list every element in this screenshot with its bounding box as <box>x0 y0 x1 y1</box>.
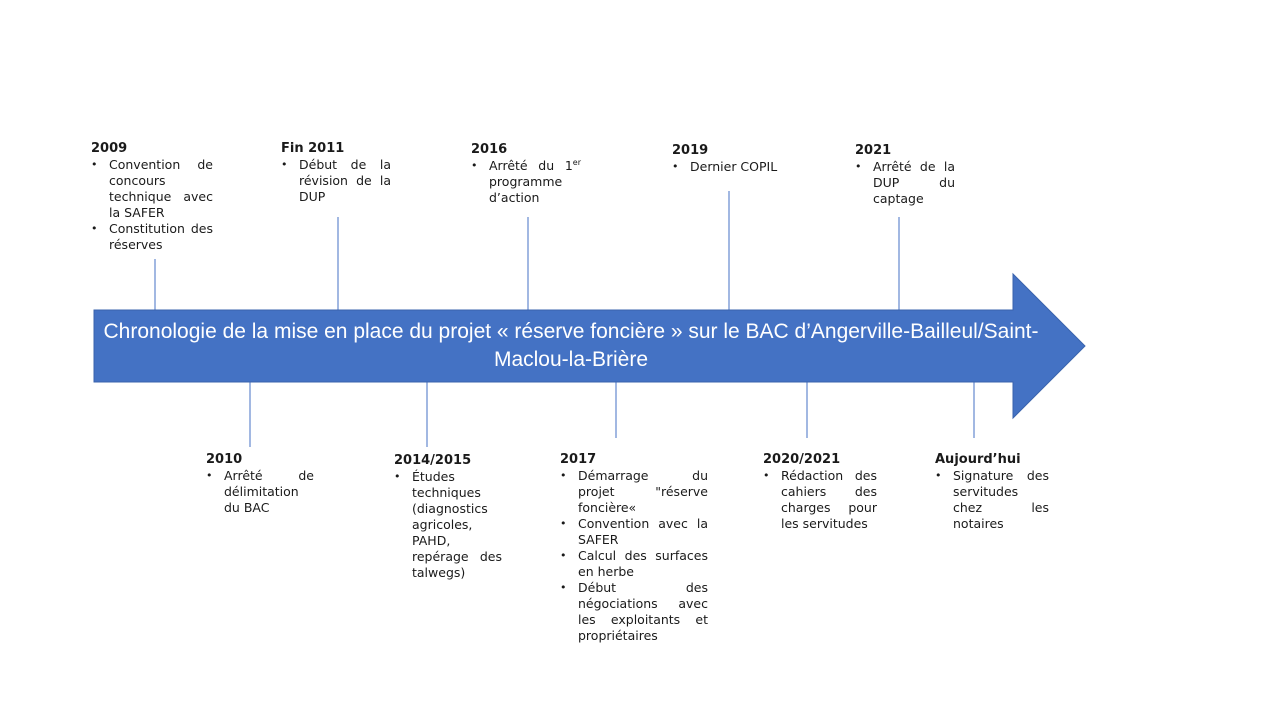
event-item: Arrêté de délimitation du BAC <box>206 468 314 516</box>
event-items: Études techniques (diagnostics agricoles… <box>394 469 502 581</box>
event-year: Fin 2011 <box>281 141 345 156</box>
event-2014-2015: 2014/2015 Études techniques (diagnostics… <box>394 453 502 581</box>
event-item: Calcul des surfaces en herbe <box>560 548 708 580</box>
event-year: 2017 <box>560 452 597 467</box>
event-items: Signature des servitudes chez les notair… <box>935 468 1049 532</box>
event-year: 2009 <box>91 141 128 156</box>
event-item: Convention avec la SAFER <box>560 516 708 548</box>
event-item: Constitution des réserves <box>91 221 213 253</box>
event-year: 2010 <box>206 452 243 467</box>
connector-lines <box>154 191 975 447</box>
event-item: Rédaction des cahiers des charges pour l… <box>763 468 877 532</box>
timeline-title: Chronologie de la mise en place du proje… <box>103 320 1039 371</box>
event-items: Dernier COPIL <box>672 159 792 175</box>
event-item: Convention de concours technique avec la… <box>91 157 213 221</box>
event-items: Arrêté de la DUP du captage <box>855 159 955 207</box>
event-items: Rédaction des cahiers des charges pour l… <box>763 468 877 532</box>
event-item: Études techniques (diagnostics agricoles… <box>394 469 502 581</box>
event-items: Début de la révision de la DUP <box>281 157 391 205</box>
event-2010: 2010 Arrêté de délimitation du BAC <box>206 452 314 516</box>
event-item: Début de la révision de la DUP <box>281 157 391 205</box>
event-2016: 2016 Arrêté du 1er programme d’action <box>471 142 581 206</box>
timeline-arrow <box>93 272 1086 420</box>
event-fin-2011: Fin 2011 Début de la révision de la DUP <box>281 141 391 205</box>
event-item: Début des négociations avec les exploita… <box>560 580 708 644</box>
event-aujourdhui: Aujourd’hui Signature des servitudes che… <box>935 452 1049 532</box>
event-2009: 2009 Convention de concours technique av… <box>91 141 213 253</box>
event-year: 2021 <box>855 143 892 158</box>
event-2021: 2021 Arrêté de la DUP du captage <box>855 143 955 207</box>
event-items: Convention de concours technique avec la… <box>91 157 213 253</box>
event-item: Arrêté de la DUP du captage <box>855 159 955 207</box>
event-year: 2020/2021 <box>763 452 841 467</box>
event-item-text: Arrêté du 1er programme d’action <box>489 157 581 205</box>
event-item: Signature des servitudes chez les notair… <box>935 468 1049 532</box>
event-year: 2016 <box>471 142 508 157</box>
event-item: Dernier COPIL <box>672 159 792 175</box>
event-items: Arrêté de délimitation du BAC <box>206 468 314 516</box>
event-year: 2019 <box>672 143 709 158</box>
event-2017: 2017 Démarrage du projet "réserve fonciè… <box>560 452 708 644</box>
event-2020-2021: 2020/2021 Rédaction des cahiers des char… <box>763 452 877 532</box>
ordinal-suffix: er <box>572 157 581 167</box>
event-2019: 2019 Dernier COPIL <box>672 143 792 175</box>
event-year: Aujourd’hui <box>935 452 1021 467</box>
event-item: Arrêté du 1er programme d’action <box>471 158 581 206</box>
event-items: Arrêté du 1er programme d’action <box>471 158 581 206</box>
event-year: 2014/2015 <box>394 453 472 468</box>
event-items: Démarrage du projet "réserve foncière« C… <box>560 468 708 644</box>
event-item: Démarrage du projet "réserve foncière« <box>560 468 708 516</box>
